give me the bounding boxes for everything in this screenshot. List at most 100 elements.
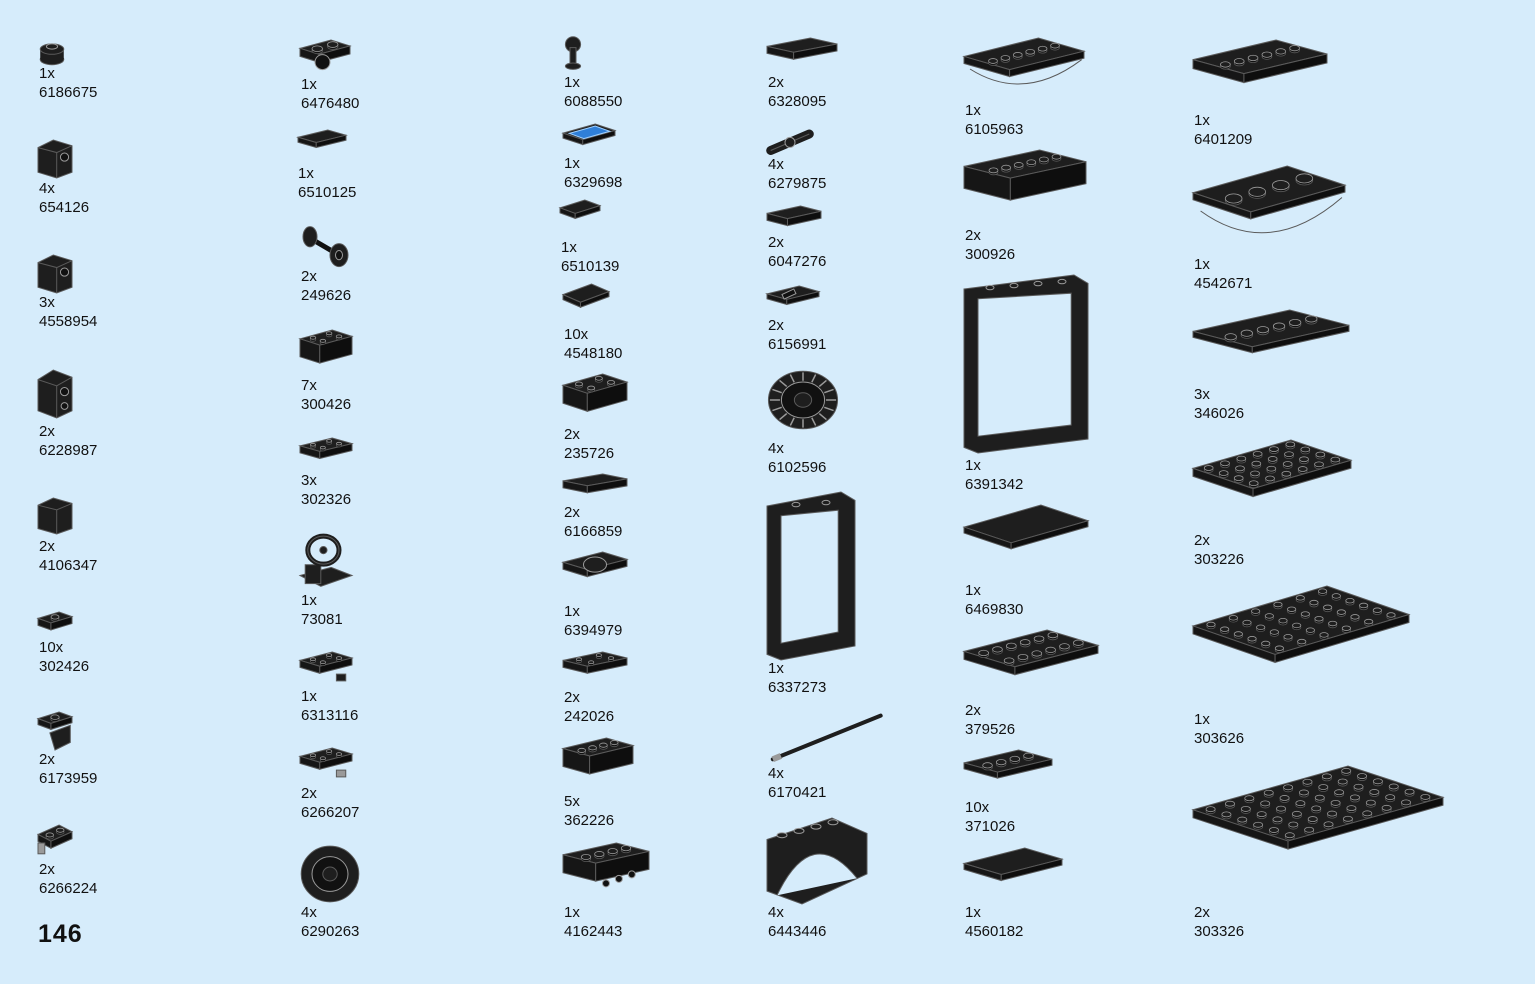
tile-4x4-icon [962,504,1090,575]
part-quantity: 2x [965,702,981,719]
slope-tile-icon [561,283,611,322]
part-number: 235726 [564,445,615,462]
part-number: 242026 [564,708,615,725]
part-number: 6173959 [39,770,98,787]
brick-2x2-icon [298,329,354,372]
part-number: 6329698 [564,174,623,191]
part-quantity: 4x [301,904,317,921]
part-quantity: 10x [39,639,64,656]
technic-brick-icon [562,842,650,899]
slope-curved-icon [766,37,838,72]
part-number: 303326 [1194,923,1245,940]
part-number: 300426 [301,396,352,413]
plate-2x6-icon [962,629,1100,702]
part-quantity: 10x [965,799,990,816]
part-number: 6337273 [768,679,827,696]
connector-pin-icon [766,128,814,158]
part-quantity: 2x [564,426,580,443]
part-number: 6266224 [39,880,98,897]
part-number: 6088550 [564,93,623,110]
part-quantity: 1x [1194,112,1210,129]
brick-1x6-icon [963,149,1087,222]
part-quantity: 2x [768,74,784,91]
part-number: 6102596 [768,459,827,476]
steering-wheel-icon [298,533,354,589]
part-number: 4106347 [39,557,98,574]
part-number: 6266207 [301,804,360,821]
part-quantity: 2x [1194,532,1210,549]
plate-6x8-icon [1191,765,1445,902]
part-quantity: 4x [768,156,784,173]
part-quantity: 1x [564,155,580,172]
part-number: 6391342 [965,476,1024,493]
tile-2x4-icon [962,847,1064,900]
part-number: 249626 [301,287,352,304]
curved-wedge-plate-icon [1191,165,1347,256]
plate-with-dome-icon [561,551,629,594]
half-round-plate-icon [962,37,1086,100]
lever-icon [563,36,583,70]
axle-with-wheels-icon [300,222,350,268]
part-quantity: 4x [768,904,784,921]
part-quantity: 3x [1194,386,1210,403]
round-brick-icon [38,40,66,66]
part-number: 302426 [39,658,90,675]
part-number: 6469830 [965,601,1024,618]
part-number: 300926 [965,246,1016,263]
brick-with-hole-icon [37,139,73,179]
plate-with-pin-icon [298,747,354,782]
arch-brick-icon [766,817,868,905]
part-quantity: 1x [301,688,317,705]
part-quantity: 2x [39,751,55,768]
part-quantity: 1x [965,457,981,474]
part-quantity: 3x [301,472,317,489]
part-number: 346026 [1194,405,1245,422]
part-number: 6279875 [768,175,827,192]
part-number: 654126 [39,199,90,216]
curved-tile-icon [562,473,628,502]
plate-2x2-icon [298,437,354,470]
plate-1x4-icon [963,749,1053,796]
part-quantity: 5x [564,793,580,810]
tire-icon [767,370,839,430]
part-quantity: 2x [301,785,317,802]
part-number: 303626 [1194,730,1245,747]
part-quantity: 1x [965,904,981,921]
part-quantity: 1x [564,74,580,91]
corner-plate-icon [562,651,628,686]
part-quantity: 4x [768,440,784,457]
bracket-icon [36,711,74,751]
window-frame-icon [963,274,1089,454]
grille-tile-icon [765,285,821,314]
part-number: 6510125 [298,184,357,201]
part-quantity: 1x [301,76,317,93]
door-frame-icon [766,491,856,661]
small-wedge-icon [558,199,602,228]
part-number: 6156991 [768,336,827,353]
part-quantity: 1x [564,904,580,921]
part-number: 6476480 [301,95,360,112]
part-number: 4558954 [39,313,98,330]
part-number: 6186675 [39,84,98,101]
part-quantity: 1x [1194,256,1210,273]
part-quantity: 2x [564,689,580,706]
part-number: 362226 [564,812,615,829]
part-quantity: 2x [768,317,784,334]
part-number: 6228987 [39,442,98,459]
part-quantity: 1x [1194,711,1210,728]
part-quantity: 1x [965,582,981,599]
part-number: 6105963 [965,121,1024,138]
brick-1x4-icon [561,737,635,788]
part-number: 379526 [965,721,1016,738]
wedge-tile-icon [296,129,348,156]
bar-icon [767,710,883,766]
part-quantity: 1x [768,660,784,677]
part-number: 4162443 [564,923,623,940]
plate-4x6-icon [1191,439,1353,530]
part-quantity: 10x [564,326,589,343]
part-quantity: 2x [39,538,55,555]
part-quantity: 2x [965,227,981,244]
part-number: 6394979 [564,622,623,639]
part-number: 6170421 [768,784,827,801]
